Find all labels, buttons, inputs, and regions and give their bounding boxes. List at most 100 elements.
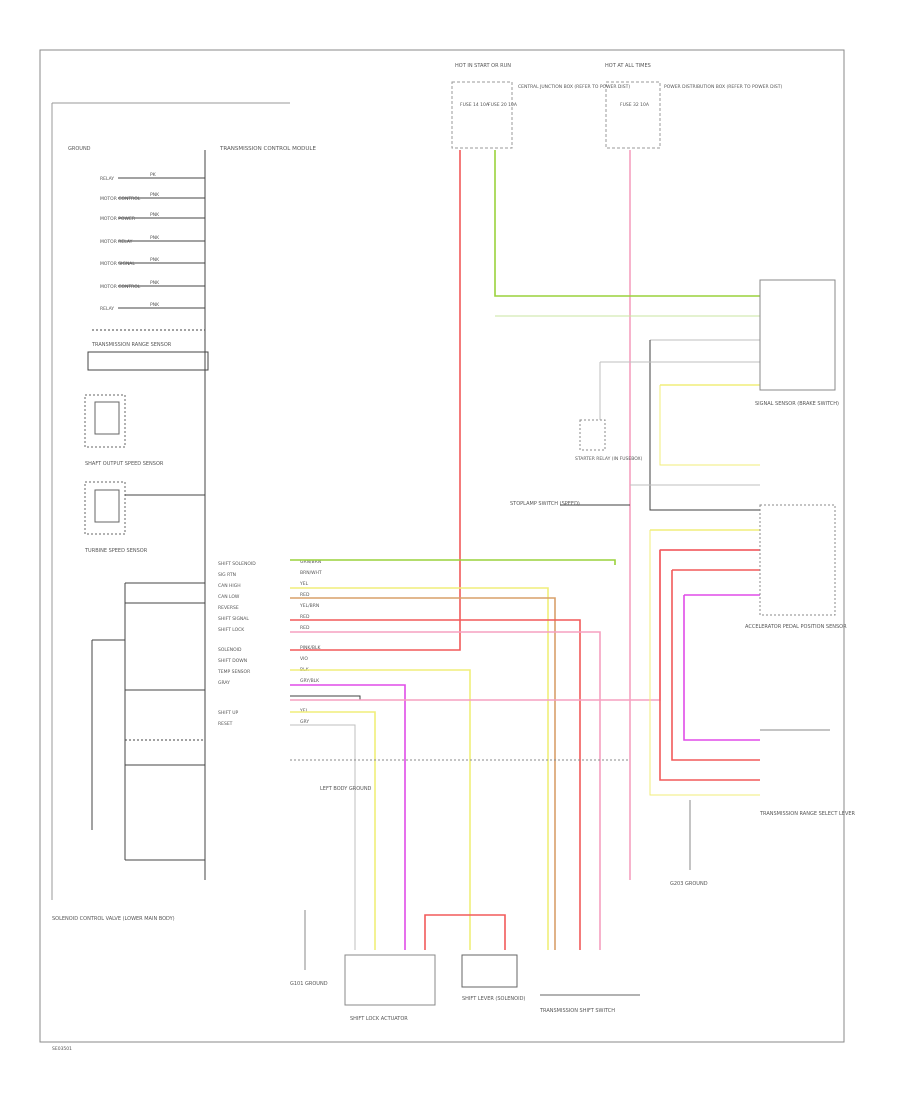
svg-text:PNK: PNK [150, 235, 160, 241]
svg-text:REVERSE: REVERSE [218, 605, 239, 611]
wire-red-main [290, 150, 461, 651]
svg-text:PINK/BLK: PINK/BLK [300, 645, 321, 651]
svg-text:GRY/BLK: GRY/BLK [300, 678, 320, 684]
svg-text:GRAY: GRAY [218, 680, 230, 686]
shift-lock-actuator: SHIFT LOCK ACTUATOR [344, 954, 436, 1022]
svg-text:TRANSMISSION SHIFT SWITCH: TRANSMISSION SHIFT SWITCH [539, 1008, 615, 1014]
wire-green-tcm [290, 559, 616, 565]
solenoid-body-label: SOLENOID CONTROL VALVE (LOWER MAIN BODY) [52, 916, 175, 922]
wire-violet [290, 684, 406, 950]
diagram-tag: SE03501 [52, 1046, 72, 1052]
svg-text:CAN LOW: CAN LOW [218, 594, 240, 600]
trans-range-select: TRANSMISSION RANGE SELECT LEVER [759, 729, 856, 817]
svg-text:FUSE 20 10A: FUSE 20 10A [488, 102, 518, 108]
accelerator-sensor: ACCELERATOR PEDAL POSITION SENSOR [745, 504, 847, 630]
svg-text:BRN/WHT: BRN/WHT [300, 570, 322, 576]
svg-text:SOLENOID: SOLENOID [218, 647, 242, 653]
svg-text:FUSE 14 10A: FUSE 14 10A [460, 102, 490, 108]
svg-text:MOTOR RELAY: MOTOR RELAY [100, 239, 133, 245]
svg-text:RESET: RESET [218, 721, 233, 727]
wire-red-2 [290, 619, 581, 950]
wire-red-shiftlock [424, 914, 506, 950]
ground-g2: G203 GROUND [670, 800, 708, 887]
svg-text:SHIFT SOLENOID: SHIFT SOLENOID [218, 561, 256, 567]
left-pin-group [92, 177, 205, 331]
starter-relay: STARTER RELAY (IN FUSEBOX) [575, 419, 643, 462]
wire-pink-tcm [290, 549, 760, 701]
svg-text:SHAFT OUTPUT SPEED SENSOR: SHAFT OUTPUT SPEED SENSOR [85, 461, 164, 467]
svg-text:G203 GROUND: G203 GROUND [670, 881, 708, 887]
wire-yellow-down [649, 530, 760, 796]
svg-text:RED: RED [300, 625, 310, 631]
svg-text:PNK: PNK [150, 212, 160, 218]
wire-gray-2 [649, 340, 760, 511]
turbine-speed-sensor: TURBINE SPEED SENSOR [84, 481, 148, 554]
svg-text:SHIFT SIGNAL: SHIFT SIGNAL [218, 616, 249, 622]
svg-text:SIGNAL SENSOR (BRAKE SWITCH): SIGNAL SENSOR (BRAKE SWITCH) [755, 401, 839, 407]
svg-text:SHIFT UP: SHIFT UP [218, 710, 239, 716]
svg-text:PNK: PNK [150, 302, 160, 308]
svg-text:HOT AT ALL TIMES: HOT AT ALL TIMES [605, 63, 651, 69]
range-sensor-box [87, 351, 209, 371]
svg-text:TRANSMISSION CONTROL MODULE: TRANSMISSION CONTROL MODULE [219, 146, 316, 152]
left-body-label: LEFT BODY GROUND [320, 786, 372, 792]
svg-text:STARTER RELAY (IN FUSEBOX): STARTER RELAY (IN FUSEBOX) [575, 456, 643, 462]
wire-gray-tcm [290, 724, 356, 950]
signal-sensor: SIGNAL SENSOR (BRAKE SWITCH) [755, 279, 839, 407]
svg-text:SIG RTN: SIG RTN [218, 572, 236, 578]
shaft-speed-sensor: SHAFT OUTPUT SPEED SENSOR [84, 394, 164, 467]
stoplamp-switch: STOPLAMP SWITCH (SPEED) [510, 501, 580, 507]
left-pin-labels: RELAY MOTOR CONTROL MOTOR POWER MOTOR RE… [100, 172, 160, 312]
svg-text:GROUND: GROUND [68, 146, 91, 152]
svg-text:RED: RED [300, 592, 310, 598]
wire-orange-down [659, 550, 760, 781]
svg-text:RED: RED [300, 614, 310, 620]
svg-text:SHIFT LOCK ACTUATOR: SHIFT LOCK ACTUATOR [350, 1016, 408, 1022]
svg-text:GRN/BRN: GRN/BRN [300, 559, 321, 565]
svg-text:PNK: PNK [150, 192, 160, 198]
wire-violet-down [683, 595, 760, 741]
wire-green-top [494, 150, 760, 297]
wire-red-3 [290, 631, 601, 950]
wire-dark [290, 695, 361, 700]
svg-text:YEL/BRN: YEL/BRN [299, 603, 319, 609]
trans-range-label: TRANSMISSION RANGE SENSOR [91, 342, 172, 348]
svg-text:SHIFT DOWN: SHIFT DOWN [218, 658, 247, 664]
wire-orange [290, 597, 556, 950]
diagram-frame [39, 49, 845, 1043]
svg-text:PK: PK [150, 172, 157, 178]
svg-text:HOT IN START OR RUN: HOT IN START OR RUN [455, 63, 511, 69]
wire-red-down [671, 570, 760, 761]
wire-yellow-2 [290, 669, 471, 950]
ground-g1: G101 GROUND [290, 910, 328, 987]
wires [290, 150, 760, 950]
svg-text:SHIFT LEVER (SOLENOID): SHIFT LEVER (SOLENOID) [462, 996, 525, 1002]
power-distribution-left: HOT IN START OR RUN FUSE 14 10A FUSE 20 … [451, 63, 630, 149]
svg-text:ACCELERATOR PEDAL POSITION SEN: ACCELERATOR PEDAL POSITION SENSOR [745, 624, 847, 630]
trans-shift-switch: TRANSMISSION SHIFT SWITCH [539, 994, 640, 1014]
svg-text:TEMP SENSOR: TEMP SENSOR [217, 669, 250, 675]
svg-text:G101 GROUND: G101 GROUND [290, 981, 328, 987]
svg-text:CAN HIGH: CAN HIGH [218, 583, 241, 589]
svg-text:TRANSMISSION RANGE SELECT LEVE: TRANSMISSION RANGE SELECT LEVER [759, 811, 856, 817]
svg-text:TURBINE SPEED SENSOR: TURBINE SPEED SENSOR [84, 548, 148, 554]
svg-text:POWER DISTRIBUTION BOX (REFER: POWER DISTRIBUTION BOX (REFER TO POWER D… [664, 84, 782, 90]
transmission-control-module: TRANSMISSION CONTROL MODULE GROUND [51, 102, 316, 900]
svg-text:FUSE 32 10A: FUSE 32 10A [620, 102, 650, 108]
svg-text:MOTOR POWER: MOTOR POWER [100, 216, 135, 222]
gear-shift-solenoid: SHIFT LEVER (SOLENOID) [461, 954, 525, 1002]
wire-yellow-1 [290, 587, 549, 950]
solenoid-body [91, 582, 205, 861]
svg-text:CENTRAL JUNCTION BOX (REFER TO: CENTRAL JUNCTION BOX (REFER TO POWER DIS… [518, 84, 630, 90]
svg-text:PNK: PNK [150, 280, 160, 286]
svg-text:YEL: YEL [299, 708, 309, 714]
wire-yellow-right-v [659, 385, 760, 466]
svg-text:STOPLAMP SWITCH (SPEED): STOPLAMP SWITCH (SPEED) [510, 501, 580, 507]
power-distribution-right: HOT AT ALL TIMES FUSE 32 10A POWER DISTR… [605, 63, 782, 149]
wire-yellow-3 [290, 711, 376, 950]
svg-text:VIO: VIO [300, 656, 308, 662]
svg-text:GRY: GRY [300, 719, 309, 725]
svg-text:YEL: YEL [299, 581, 309, 587]
svg-text:RELAY: RELAY [100, 176, 114, 182]
